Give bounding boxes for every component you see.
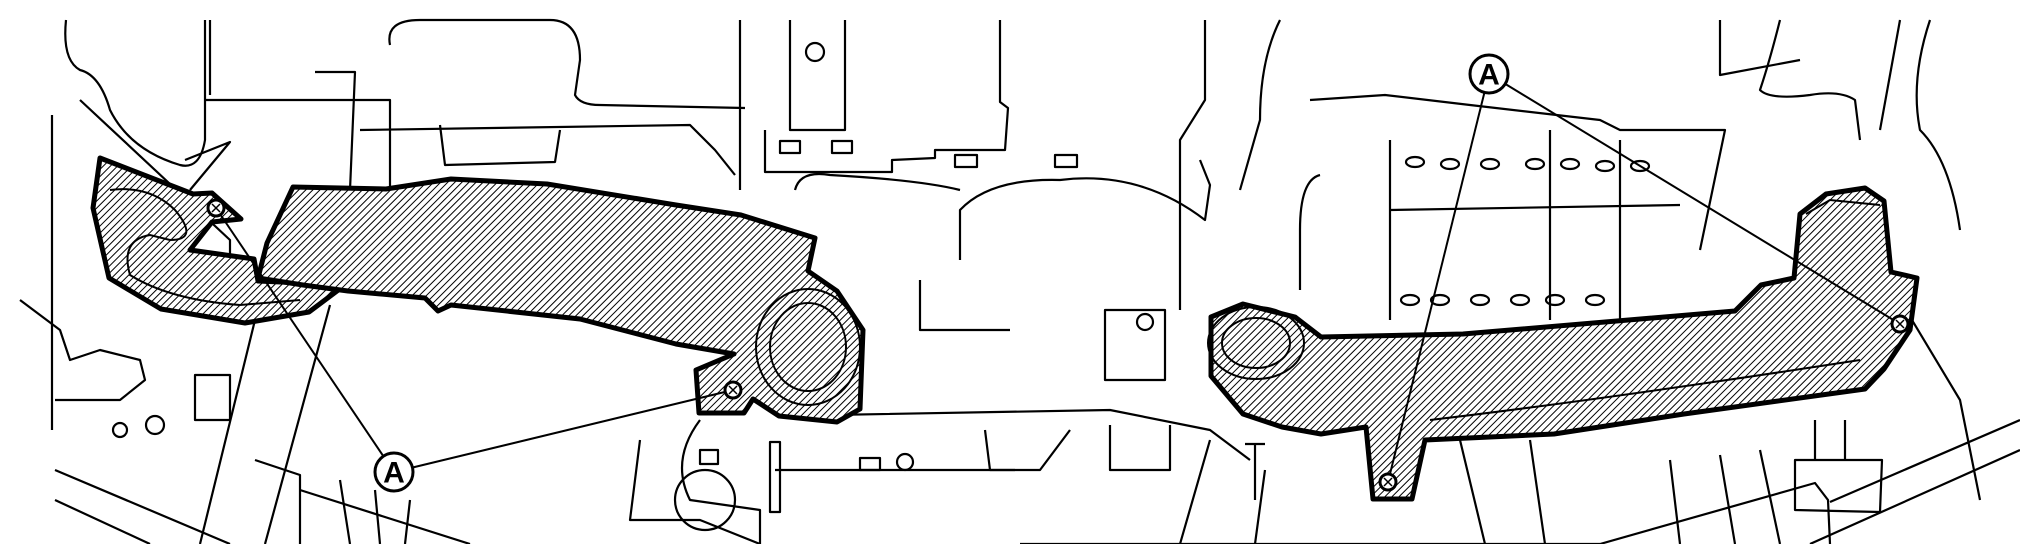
- callout-leaders: [215, 73, 1901, 483]
- bolt-icon: [1890, 314, 1910, 334]
- bolt-icon: [206, 198, 226, 218]
- left-main-duct: [255, 176, 866, 425]
- callout-a-right: A: [1468, 53, 1510, 95]
- bolts: [206, 198, 1910, 492]
- callout-label: A: [1478, 59, 1500, 92]
- bolt-icon: [1378, 472, 1398, 492]
- right-main-duct: [1208, 185, 1920, 502]
- callout-label: A: [383, 457, 405, 490]
- hole-row-upper: [1404, 155, 1651, 173]
- bolt-icon: [723, 380, 743, 400]
- left-air-duct: [90, 155, 866, 425]
- callout-a-left: A: [373, 451, 415, 493]
- hole-row-lower: [1399, 293, 1606, 307]
- background-vehicle-structure: [19, 18, 2020, 544]
- right-air-duct: [1207, 185, 1920, 502]
